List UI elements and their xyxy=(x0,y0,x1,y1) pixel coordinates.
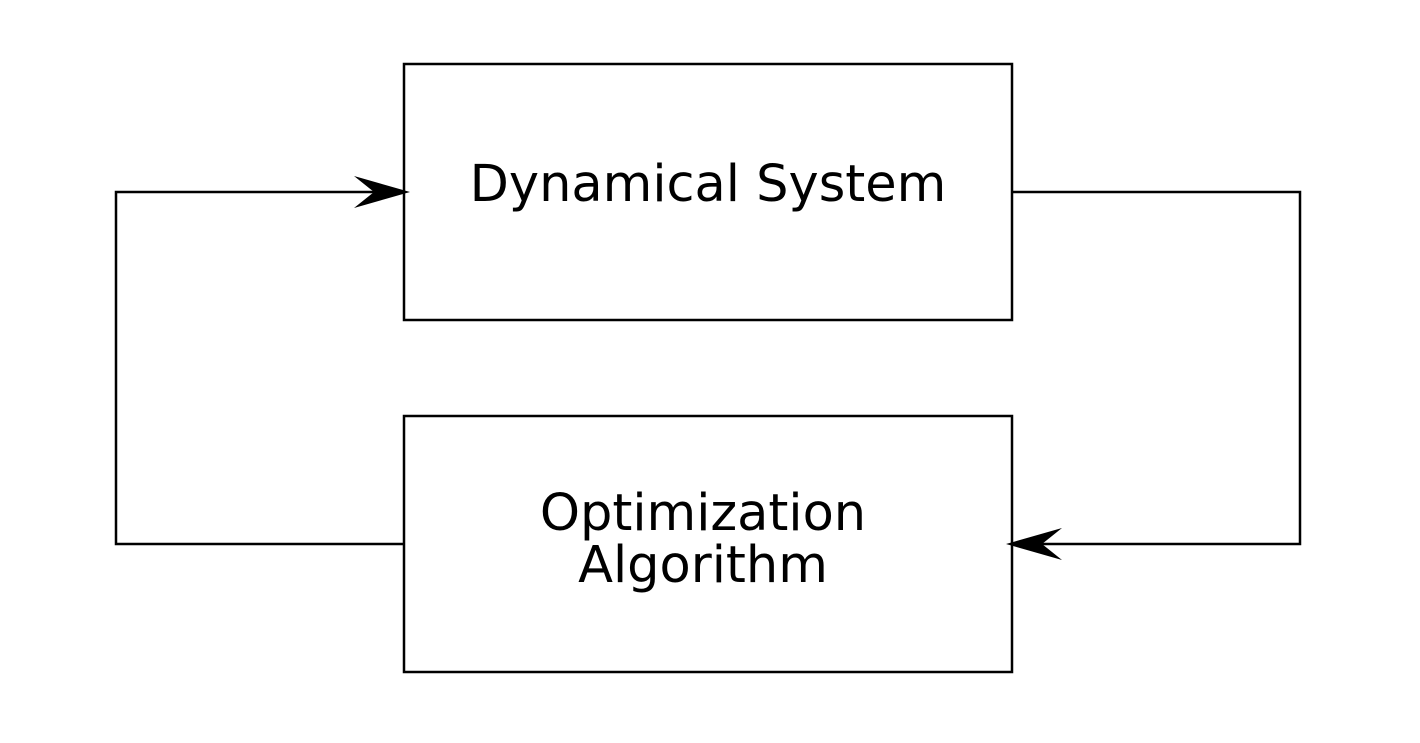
optimization-algorithm-box xyxy=(402,414,1014,674)
system-input-arrowhead xyxy=(354,176,410,208)
dynamical-system-box xyxy=(402,62,1014,322)
optimization-algorithm-label-line1: Optimization xyxy=(540,484,866,543)
optimizer-to-system-line xyxy=(114,190,404,546)
dynamical-system-block: Dynamical System xyxy=(402,62,1014,322)
optimizer-input-arrowhead xyxy=(1006,528,1062,560)
optimization-algorithm-label-line2: Algorithm xyxy=(578,536,828,595)
system-to-optimizer-connector xyxy=(1006,190,1302,560)
system-to-optimizer-line xyxy=(1012,190,1302,546)
dynamical-system-label: Dynamical System xyxy=(470,155,947,214)
optimization-algorithm-block: Optimization Algorithm xyxy=(402,414,1014,674)
optimizer-to-system-connector xyxy=(114,176,410,546)
